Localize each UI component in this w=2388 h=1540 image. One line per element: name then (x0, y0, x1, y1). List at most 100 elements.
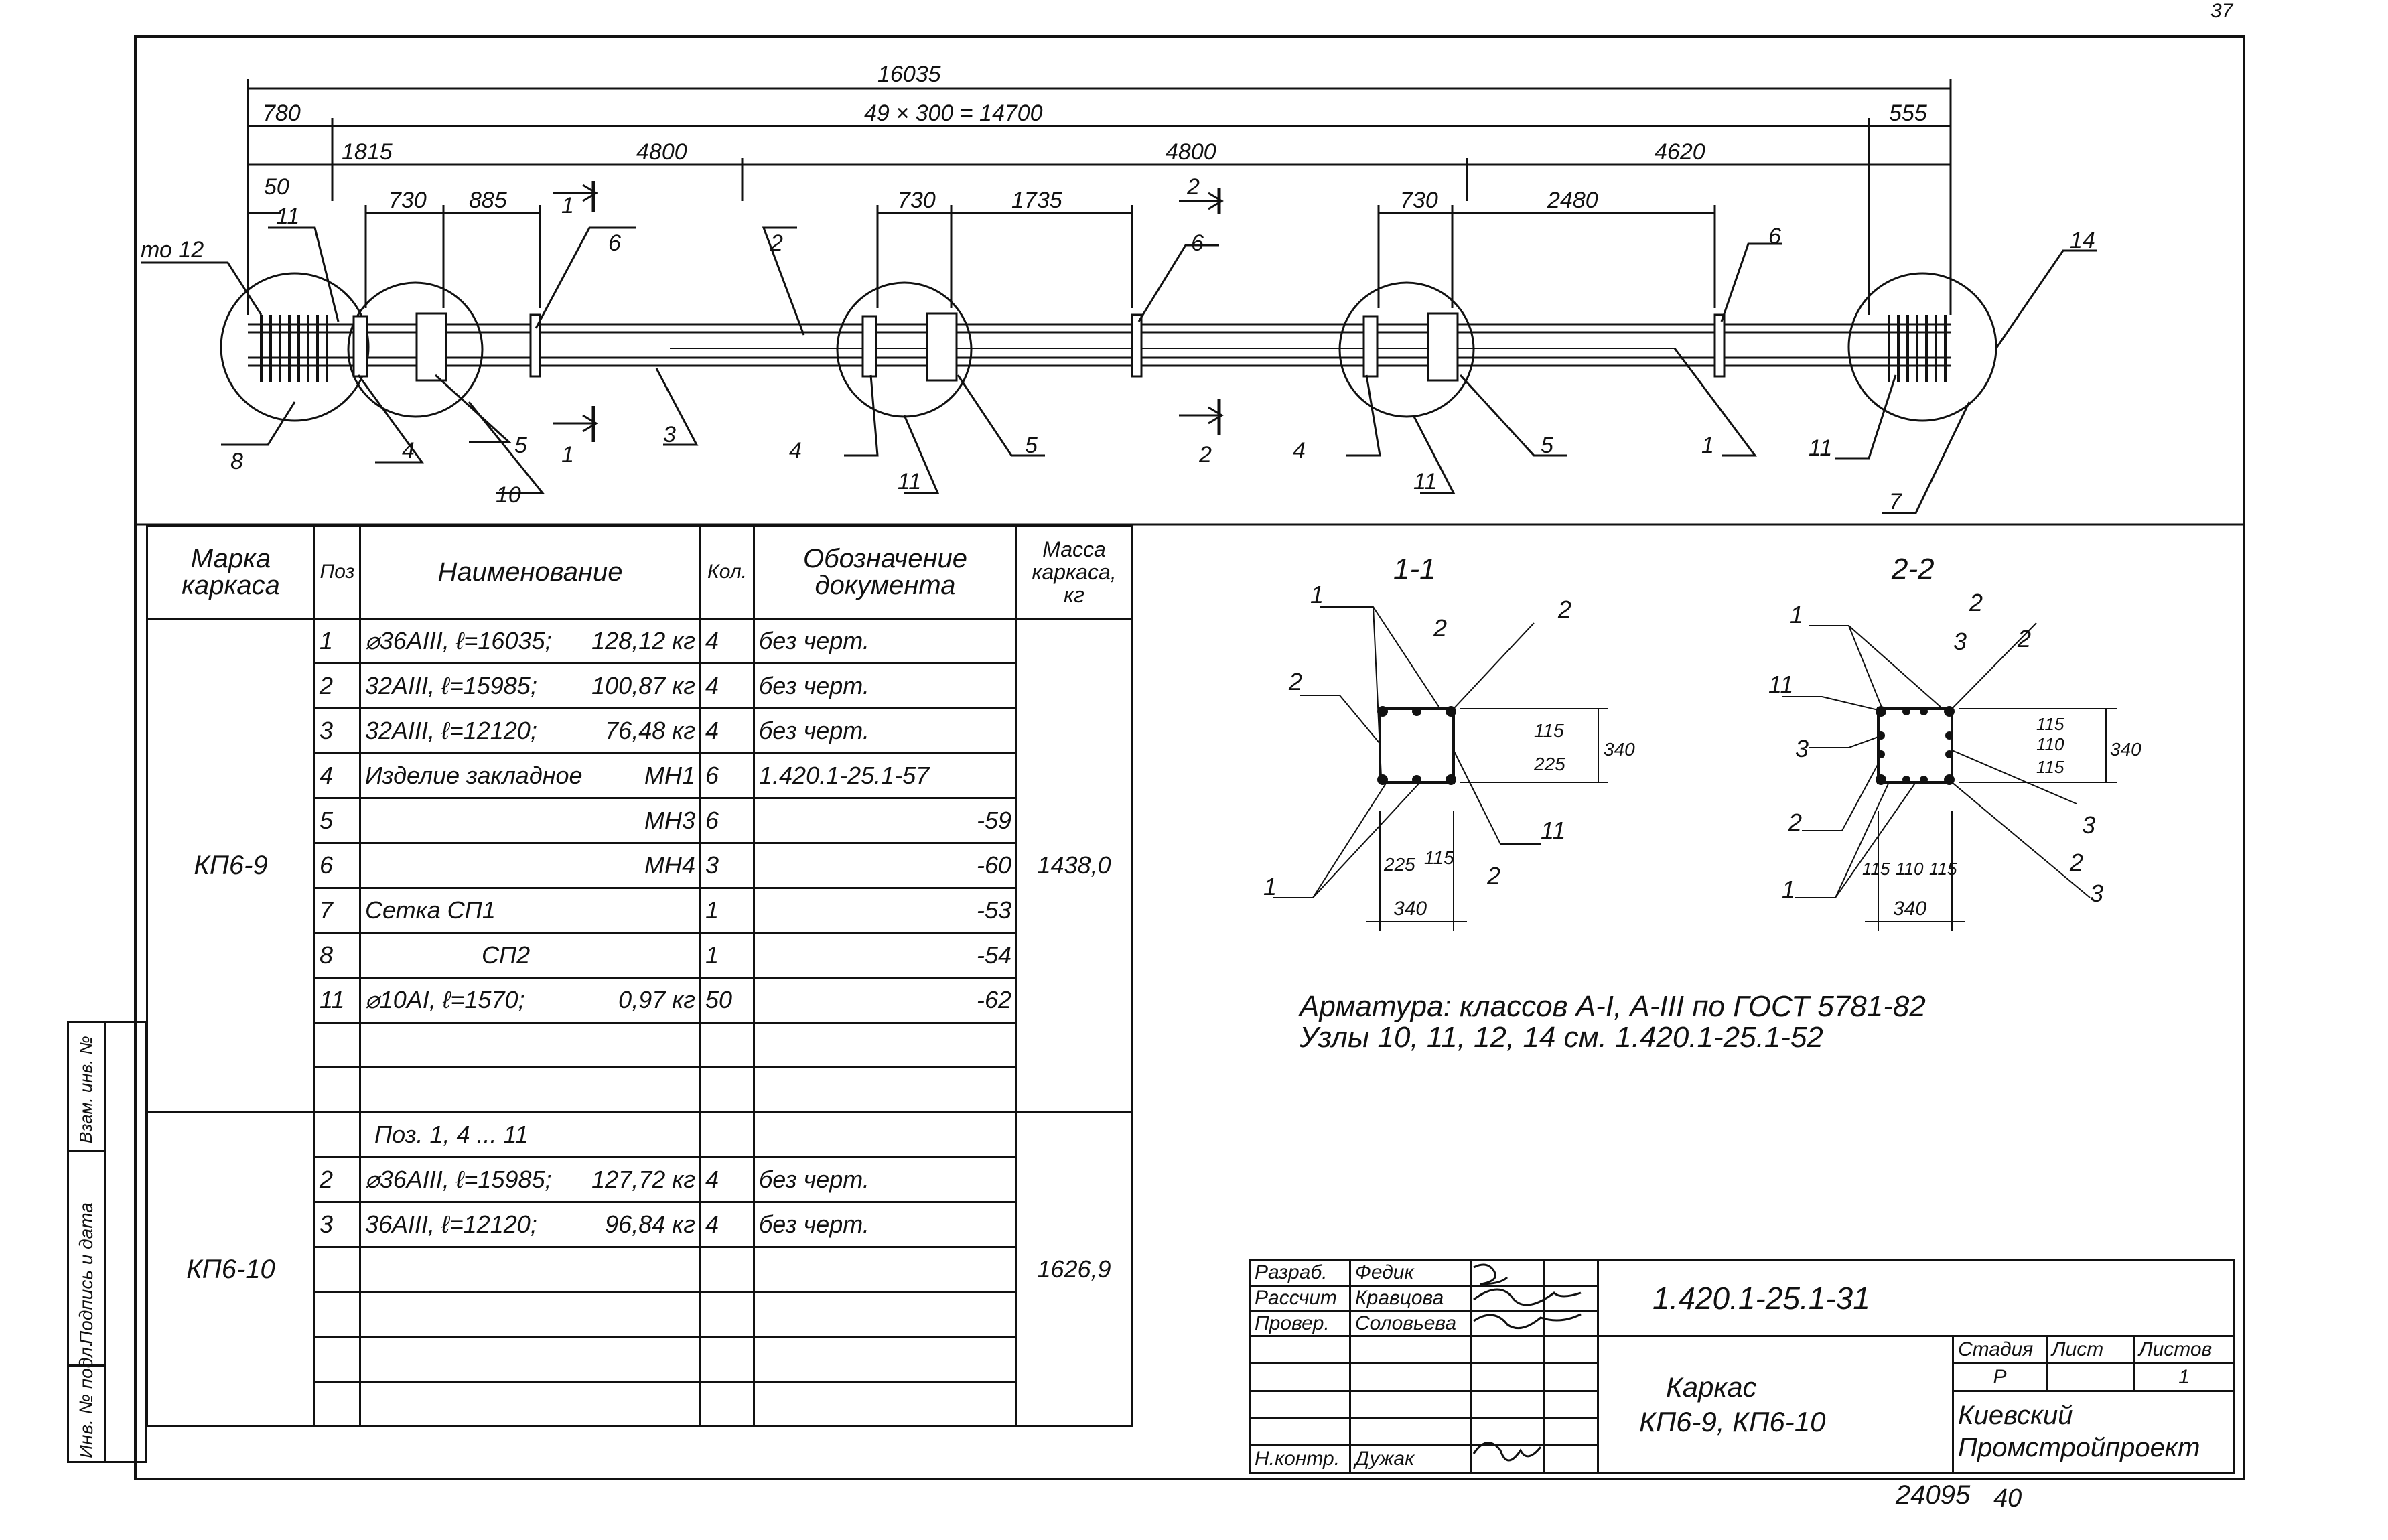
nkontr-label: Н.контр. (1249, 1444, 1351, 1474)
cell-name: ⌀10АI, ℓ=1570;0,97 кг (359, 977, 701, 1024)
cell-pos: 4 (313, 752, 361, 799)
s11-label: 2 (1288, 668, 1302, 695)
table-row: 2 ⌀36АIII, ℓ=15985;127,72 кг 4 без черт. (147, 1156, 1132, 1203)
dim-730a: 730 (389, 188, 427, 213)
cell-qty: 4 (699, 662, 755, 709)
notes-block: Арматура: классов А-I, А-III по ГОСТ 578… (1300, 991, 1926, 1053)
cell-doc: -62 (753, 977, 1017, 1024)
org-line1: Киевский (1958, 1401, 2073, 1431)
s11-label: 11 (1541, 817, 1565, 844)
cell-qty: 6 (699, 752, 755, 799)
header-mark: Марка каркаса (146, 524, 315, 620)
leader-6a: 6 (608, 230, 621, 256)
cell-pos: 5 (313, 797, 361, 844)
leader-11c: 11 (1413, 469, 1437, 494)
archive-number: 24095 (1896, 1480, 1971, 1510)
s11-dim: 225 (1533, 754, 1565, 774)
cell-qty: 1 (699, 932, 755, 979)
signature-nkontr (1470, 1444, 1545, 1474)
s22-dim: 110 (1896, 859, 1924, 879)
dim-4620: 4620 (1655, 139, 1705, 165)
cell-qty: 50 (699, 977, 755, 1024)
s22-dim: 115 (2036, 757, 2064, 777)
s11-dim: 115 (1534, 720, 1564, 741)
s22-label: 3 (1795, 735, 1809, 762)
prover-name: Соловьева (1349, 1310, 1472, 1338)
side-inv: Инв. № подл. (76, 1342, 96, 1458)
cell-name: 32АIII, ℓ=15985;100,87 кг (359, 662, 701, 709)
rasschit-label: Рассчит (1249, 1284, 1351, 1312)
sheets-value: 1 (2133, 1362, 2235, 1392)
cell-name: ⌀36АIII, ℓ=16035;128,12 кг (359, 618, 701, 664)
archive-sheet: 40 (1993, 1484, 2022, 1513)
cell-pos: 3 (313, 707, 361, 754)
table-row (147, 1336, 1132, 1383)
leader-to12: то 12 (141, 237, 204, 263)
title-block: Разраб. Федик 1.420.1-25.1-31 Рассчит Кр… (1249, 1259, 2235, 1474)
stage-value: Р (1952, 1362, 2048, 1392)
leader-4c: 4 (1293, 438, 1306, 464)
cell-name: ⌀36АIII, ℓ=15985;127,72 кг (359, 1156, 701, 1203)
section-mark-1-top: 1 (561, 193, 574, 218)
cell-qty: 4 (699, 1156, 755, 1203)
org-line2: Промстройпроект (1958, 1433, 2200, 1463)
header-doc: Обозначение документа (753, 524, 1017, 620)
s11-label: 2 (1557, 596, 1571, 623)
table-row (147, 1066, 1132, 1113)
s22-label: 1 (1782, 876, 1795, 903)
cell-pos: 2 (313, 1156, 361, 1203)
dim-4800a: 4800 (636, 139, 687, 165)
table-row (147, 1381, 1132, 1427)
drawing-frame (134, 35, 2245, 1480)
s11-label: 2 (1486, 862, 1500, 890)
s22-label: 2 (1969, 589, 1983, 616)
section-mark-2-top: 2 (1186, 174, 1200, 200)
s22-label: 2 (1788, 809, 1802, 836)
doc-title-line2: КП6-9, КП6-10 (1639, 1405, 1826, 1438)
header-qty: Кол. (699, 524, 755, 620)
table-row: 3 36АIII, ℓ=12120;96,84 кг 4 без черт. (147, 1201, 1132, 1248)
sheet-label: Лист (2046, 1335, 2135, 1364)
s22-dim: 115 (2036, 714, 2064, 734)
leader-11a: 11 (276, 204, 299, 229)
leader-4a: 4 (402, 438, 415, 464)
s22-dim: 115 (1929, 859, 1957, 879)
table-row: 5 МН3 6 -59 (147, 797, 1132, 844)
header-mass: Масса каркаса, кг (1015, 524, 1133, 620)
sheets-label: Листов (2133, 1335, 2235, 1364)
cell-note: Поз. 1, 4 ... 11 (359, 1111, 701, 1158)
cell-pos: 7 (313, 887, 361, 934)
cell-doc: -54 (753, 932, 1017, 979)
leader-7: 7 (1889, 489, 1902, 514)
section-mark-2-bottom: 2 (1198, 442, 1212, 468)
section-mark-1-bottom: 1 (561, 442, 574, 468)
dim-2480: 2480 (1547, 188, 1598, 213)
mark-kp6-9: КП6-9 (146, 618, 315, 1113)
mark-kp6-10: КП6-10 (146, 1111, 315, 1427)
dim-right-end: 555 (1889, 100, 1927, 126)
s11-label: 2 (1433, 614, 1447, 642)
s11-dim: 225 (1383, 854, 1415, 875)
leader-5a: 5 (514, 433, 527, 458)
leader-2: 2 (770, 230, 783, 256)
leader-5b: 5 (1025, 433, 1038, 458)
cell-doc: без черт. (753, 1156, 1017, 1203)
s11-dim: 340 (1604, 739, 1635, 760)
leader-4b: 4 (789, 438, 802, 464)
cell-doc: без черт. (753, 1201, 1017, 1248)
cell-name: 32АIII, ℓ=12120;76,48 кг (359, 707, 701, 754)
s22-dim: 115 (1862, 859, 1890, 879)
table-row: 7 Сетка СП1 1 -53 (147, 887, 1132, 934)
leader-5c: 5 (1541, 433, 1553, 458)
s22-label: 11 (1768, 671, 1793, 698)
specification-table: Марка каркаса Поз Наименование Кол. Обоз… (146, 524, 1133, 1427)
side-stamp: Взам. инв. № Подпись и дата Инв. № подл. (67, 1021, 147, 1463)
header-pos: Поз (313, 524, 361, 620)
header-name: Наименование (359, 524, 701, 620)
cell-qty: 3 (699, 842, 755, 889)
table-row: 6 МН4 3 -60 (147, 842, 1132, 889)
prover-label: Провер. (1249, 1310, 1351, 1338)
